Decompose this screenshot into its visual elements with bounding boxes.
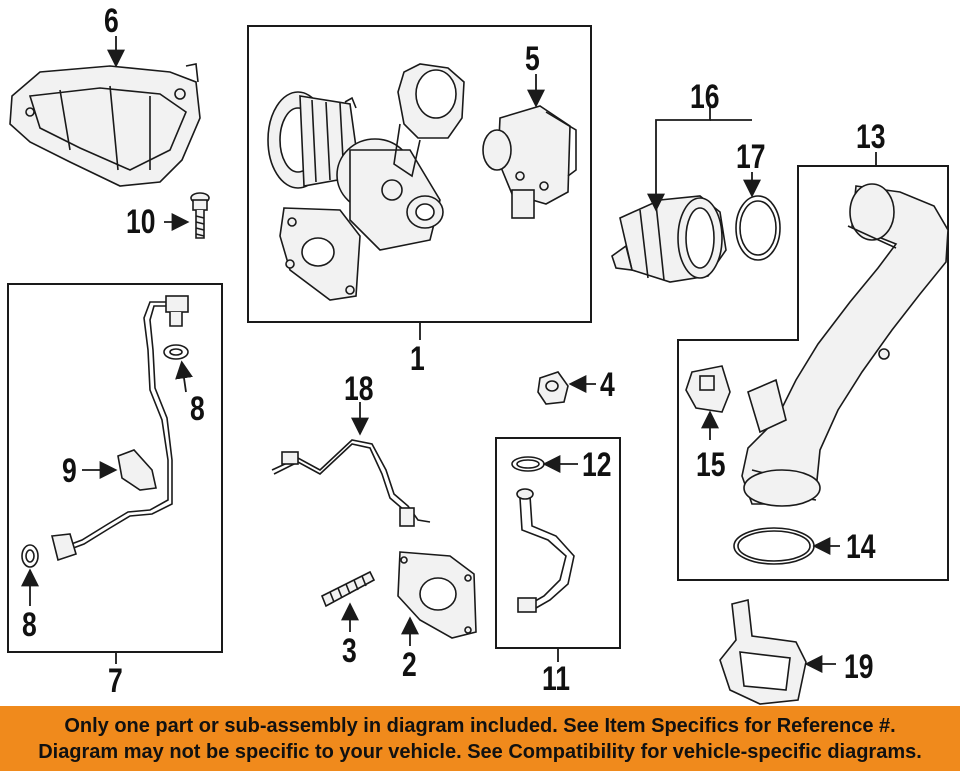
heat-shield-part — [9, 63, 201, 187]
parts-diagram — [7, 25, 949, 705]
callout-5: 5 — [525, 40, 540, 78]
oil-feed-line-part — [51, 295, 189, 562]
clip-part — [117, 449, 157, 491]
oil-return-line-part — [516, 488, 575, 613]
callout-16: 16 — [690, 78, 720, 116]
callout-14: 14 — [846, 528, 876, 566]
o-ring-part — [733, 527, 815, 565]
disclaimer-line-1: Only one part or sub-assembly in diagram… — [64, 714, 896, 737]
sensor-part — [685, 365, 731, 413]
callout-2: 2 — [402, 646, 417, 684]
callout-10: 10 — [126, 203, 156, 241]
callout-9: 9 — [62, 452, 77, 490]
actuator-part — [482, 105, 577, 219]
callout-8-upper: 8 — [190, 390, 205, 428]
plug-part — [537, 371, 569, 405]
ring-seal-part — [735, 195, 781, 261]
disclaimer-banner: Only one part or sub-assembly in diagram… — [0, 706, 960, 771]
turbocharger-part — [267, 63, 465, 301]
callout-11: 11 — [542, 660, 571, 698]
callout-12: 12 — [582, 446, 612, 484]
leader-lines — [21, 36, 877, 673]
washer-part-lower — [21, 544, 39, 568]
callout-19: 19 — [844, 648, 874, 686]
stud-part — [320, 570, 376, 608]
callout-15: 15 — [696, 446, 726, 484]
small-o-ring-part — [511, 456, 545, 472]
bracket-part — [719, 599, 807, 705]
callout-13: 13 — [856, 118, 886, 156]
disclaimer-line-2: Diagram may not be specific to your vehi… — [38, 740, 922, 763]
callout-4: 4 — [600, 366, 615, 404]
intake-connector-part — [611, 195, 727, 283]
washer-part-upper — [163, 344, 189, 360]
sensor-wire-part — [271, 439, 431, 527]
box-oil-line-7 — [7, 283, 223, 653]
callout-6: 6 — [104, 2, 119, 40]
callout-1: 1 — [410, 340, 425, 378]
callout-3: 3 — [342, 632, 357, 670]
bolt-part — [190, 192, 210, 239]
box-intake-hose-13 — [677, 165, 949, 581]
callout-7: 7 — [108, 662, 123, 700]
callout-8-lower: 8 — [22, 606, 37, 644]
callout-17: 17 — [736, 138, 766, 176]
intake-hose-part — [741, 183, 949, 507]
callout-18: 18 — [344, 370, 374, 408]
